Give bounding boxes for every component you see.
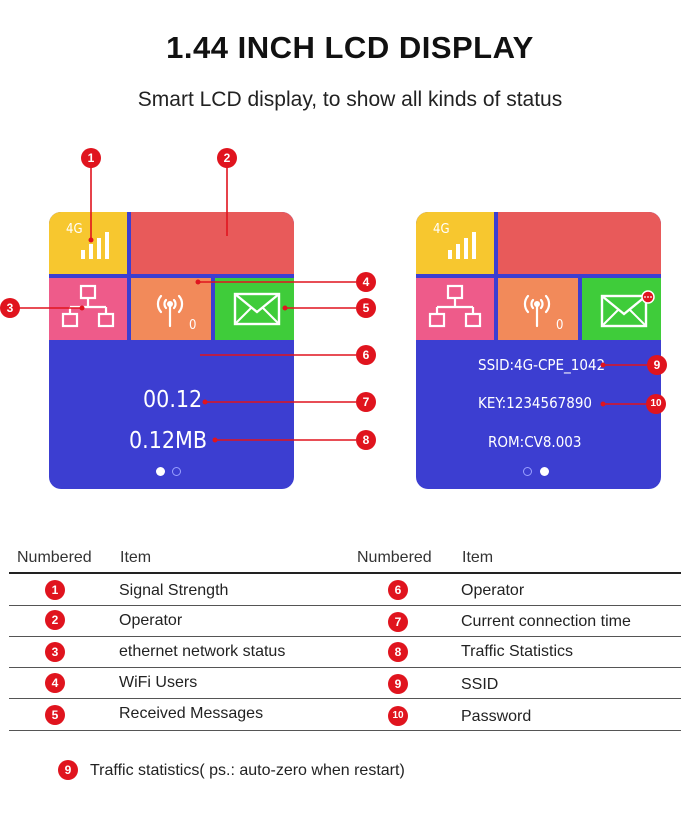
signal-bars-icon: [81, 232, 109, 259]
table-row-2-item-a: Operator: [119, 612, 183, 629]
table-row-divider: [9, 636, 681, 637]
wifi-hotspot-icon: [523, 294, 551, 328]
table-row-4-marker-a: 4: [45, 673, 65, 693]
table-row-5-item-a: Received Messages: [119, 705, 264, 722]
signal-tile: 4G: [49, 212, 127, 274]
table-header-divider: [9, 572, 681, 574]
ethernet-tile: [416, 278, 494, 340]
wifi-users-tile: 0: [498, 278, 578, 340]
lcd-screen-left: 4G: [49, 212, 294, 489]
callout-marker-3: 3: [0, 298, 20, 318]
table-row-5-marker-b: 10: [388, 706, 408, 726]
callout-marker-8: 8: [356, 430, 376, 450]
table-row-3-marker-b: 8: [388, 642, 408, 662]
signal-label: 4G: [66, 222, 83, 237]
messages-tile: [215, 278, 294, 340]
envelope-icon: [600, 290, 655, 328]
lcd-screen-right: 4G: [416, 212, 661, 489]
table-bottom-divider: [9, 730, 681, 731]
key-text: KEY:1234567890: [478, 394, 593, 412]
signal-label: 4G: [433, 222, 450, 237]
page-dot-active: [540, 467, 549, 476]
table-row-5-marker-a: 5: [45, 705, 65, 725]
table-header-numbered-2: Numbered: [357, 549, 432, 566]
callout-marker-6: 6: [356, 345, 376, 365]
wifi-users-count: 0: [556, 318, 564, 333]
wifi-users-tile: 0: [131, 278, 211, 340]
table-row-divider: [9, 698, 681, 699]
callout-marker-9: 9: [647, 355, 667, 375]
table-row-1-marker-b: 6: [388, 580, 408, 600]
ssid-text: SSID:4G-CPE_1042: [478, 356, 606, 374]
page-title: 1.44 INCH LCD DISPLAY: [166, 30, 534, 65]
callout-marker-2: 2: [217, 148, 237, 168]
page-dot-inactive: [523, 467, 532, 476]
callout-marker-4: 4: [356, 272, 376, 292]
ethernet-network-icon: [61, 284, 115, 328]
footnote-marker: 9: [58, 760, 78, 780]
table-row-1-item-a: Signal Strength: [119, 582, 229, 599]
page-dot-active: [156, 467, 165, 476]
table-row-4-item-b: SSID: [461, 676, 499, 693]
envelope-icon: [233, 292, 281, 326]
table-row-1-item-b: Operator: [461, 582, 525, 599]
rom-text: ROM:CV8.003: [488, 433, 582, 451]
traffic-statistics: 0.12MB: [129, 428, 208, 454]
callout-marker-5: 5: [356, 298, 376, 318]
callout-marker-10: 10: [646, 394, 666, 414]
connection-time: 00.12: [143, 387, 203, 413]
table-row-divider: [9, 605, 681, 606]
operator-tile: [131, 212, 294, 274]
table-row-3-marker-a: 3: [45, 642, 65, 662]
signal-tile: 4G: [416, 212, 494, 274]
messages-tile: [582, 278, 661, 340]
wifi-users-count: 0: [189, 318, 197, 333]
table-row-3-item-a: ethernet network status: [119, 643, 286, 660]
table-row-3-item-b: Traffic Statistics: [461, 643, 574, 660]
page-subtitle: Smart LCD display, to show all kinds of …: [137, 88, 563, 111]
table-row-4-marker-b: 9: [388, 674, 408, 694]
table-header-item-2: Item: [462, 549, 494, 566]
ethernet-tile: [49, 278, 127, 340]
operator-tile: [498, 212, 661, 274]
signal-bars-icon: [448, 232, 476, 259]
ethernet-network-icon: [428, 284, 482, 328]
callout-marker-1: 1: [81, 148, 101, 168]
wifi-hotspot-icon: [156, 294, 184, 328]
table-row-2-item-b: Current connection time: [461, 613, 631, 630]
table-row-2-marker-b: 7: [388, 612, 408, 632]
table-row-5-item-b: Password: [461, 708, 532, 725]
table-row-4-item-a: WiFi Users: [119, 674, 198, 691]
footnote-text: Traffic statistics( ps.: auto-zero when …: [90, 762, 405, 779]
table-row-1-marker-a: 1: [45, 580, 65, 600]
callout-marker-7: 7: [356, 392, 376, 412]
table-header-numbered-1: Numbered: [17, 549, 92, 566]
table-header-item-1: Item: [120, 549, 152, 566]
page-dot-inactive: [172, 467, 181, 476]
table-row-divider: [9, 667, 681, 668]
table-row-2-marker-a: 2: [45, 610, 65, 630]
